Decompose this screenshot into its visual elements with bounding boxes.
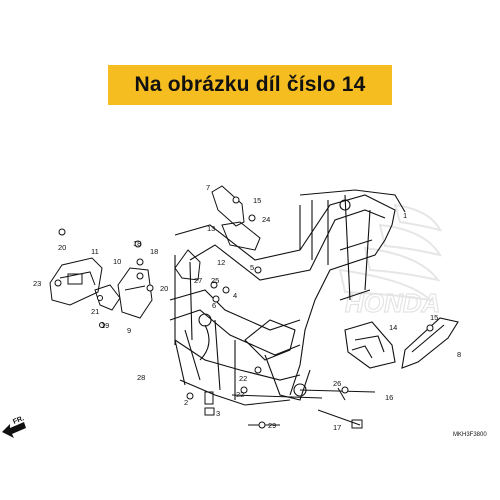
bracket-12 (174, 249, 201, 281)
bracket-9 (117, 267, 153, 319)
honda-watermark-text: HONDA (345, 288, 440, 318)
callout-20a: 20 (58, 243, 66, 252)
part-14-cover (344, 321, 396, 369)
callout-12: 12 (217, 258, 225, 267)
main-frame (169, 189, 406, 406)
callout-6: 6 (212, 301, 216, 310)
callout-17: 17 (333, 423, 341, 432)
callout-1: 1 (403, 211, 407, 220)
callout-25: 25 (211, 276, 219, 285)
banner-text: Na obrázku díl číslo 14 (134, 73, 366, 96)
callout-15a: 15 (253, 196, 261, 205)
callout-7: 7 (206, 183, 210, 192)
callout-23: 23 (33, 279, 41, 288)
callout-11: 11 (91, 247, 99, 256)
callout-24: 24 (262, 215, 270, 224)
callout-3: 3 (216, 409, 220, 418)
callout-9: 9 (127, 326, 131, 335)
callout-4: 4 (233, 291, 237, 300)
callout-29: 29 (268, 421, 276, 430)
callout-10: 10 (113, 257, 121, 266)
left-bracket-assembly (49, 257, 121, 311)
callout-18a: 18 (133, 239, 141, 248)
callout-18b: 18 (150, 247, 158, 256)
bracket-7-13 (211, 185, 261, 251)
callout-2: 2 (184, 398, 188, 407)
callouts: 1 2 3 4 5 6 7 8 9 10 11 12 13 14 15 15 1… (33, 183, 461, 432)
callout-21: 21 (91, 307, 99, 316)
callout-19: 19 (101, 321, 109, 330)
callout-27: 27 (194, 276, 202, 285)
callout-13: 13 (207, 224, 215, 233)
callout-8: 8 (457, 350, 461, 359)
callout-22a: 22 (239, 374, 247, 383)
diagram-code: MKH3F3800 (453, 432, 487, 438)
callout-5: 5 (250, 263, 254, 272)
part-number-banner: Na obrázku díl číslo 14 (108, 65, 392, 105)
part-8-cover (401, 317, 459, 369)
honda-wing-watermark (338, 203, 443, 302)
callout-28: 28 (137, 373, 145, 382)
direction-label: FR. (12, 415, 25, 426)
callout-15b: 15 (430, 313, 438, 322)
fasteners (54, 196, 434, 429)
front-direction-arrow-icon: FR. (2, 415, 26, 438)
callout-22b: 22 (236, 390, 244, 399)
callout-26: 26 (333, 379, 341, 388)
callout-14: 14 (389, 323, 397, 332)
callout-20b: 20 (160, 284, 168, 293)
callout-16: 16 (385, 393, 393, 402)
